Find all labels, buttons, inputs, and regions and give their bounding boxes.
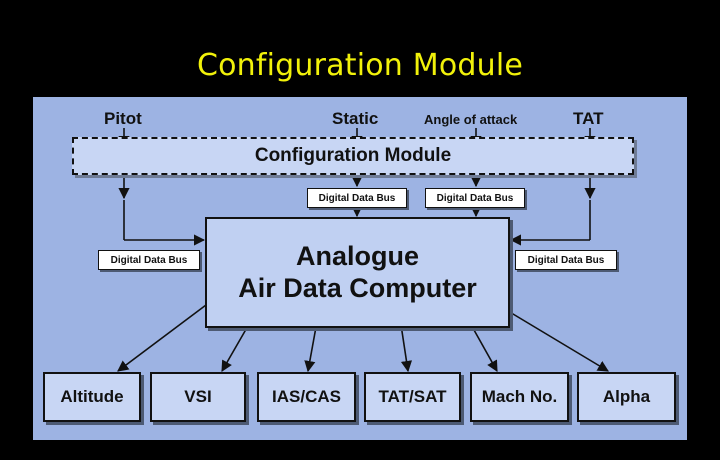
out-alpha-arrow — [497, 304, 609, 372]
output-alpha: Alpha — [577, 372, 676, 422]
out-altitude-arrow — [117, 304, 207, 372]
digital-data-bus-pitot: Digital Data Bus — [98, 250, 200, 270]
output-altitude: Altitude — [43, 372, 141, 422]
output-tat-sat: TAT/SAT — [364, 372, 461, 422]
output-ias-cas: IAS/CAS — [257, 372, 356, 422]
tat-label: TAT — [573, 109, 604, 128]
adc-line-1: Analogue — [295, 240, 419, 271]
digital-data-bus-aoa: Digital Data Bus — [425, 188, 525, 208]
static-label: Static — [332, 109, 379, 128]
configuration-module-box: Configuration Module — [72, 137, 634, 175]
angle-of-attack-label: Angle of attack — [424, 112, 518, 127]
digital-data-bus-tat: Digital Data Bus — [515, 250, 617, 270]
output-vsi: VSI — [150, 372, 246, 422]
slide-title: Configuration Module — [196, 48, 524, 83]
pitot-label: Pitot — [104, 109, 142, 128]
adc-line-2: Air Data Computer — [238, 272, 477, 303]
output-mach-no: Mach No. — [470, 372, 569, 422]
air-data-computer-box: Analogue Air Data Computer — [205, 217, 510, 328]
digital-data-bus-static: Digital Data Bus — [307, 188, 407, 208]
